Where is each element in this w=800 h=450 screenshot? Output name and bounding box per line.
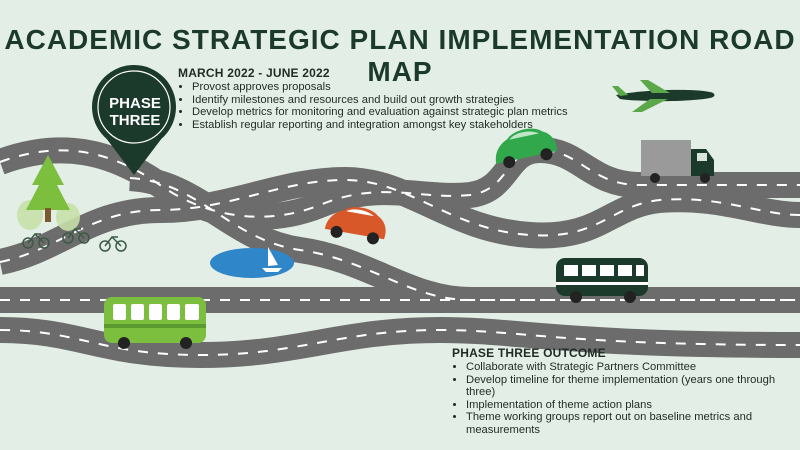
outcome-item: Theme working groups report out on basel… [466,411,797,436]
bicycle-icon [22,227,127,252]
phase-task-item: Identify milestones and resources and bu… [192,94,578,107]
map-pin-icon [92,65,176,175]
lake-icon [210,247,294,278]
airplane-icon [612,80,715,112]
phase-three-details: MARCH 2022 - JUNE 2022 Provost approves … [178,66,578,131]
outcome-item: Collaborate with Strategic Partners Comm… [466,361,797,374]
outcome-list: Collaborate with Strategic Partners Comm… [452,361,797,437]
phase-three-outcome: PHASE THREE OUTCOME Collaborate with Str… [452,346,797,437]
bus-icon [104,297,206,349]
phase-date-range: MARCH 2022 - JUNE 2022 [178,66,330,80]
phase-task-list: Provost approves proposals Identify mile… [178,81,578,131]
sailboat-icon [262,247,282,272]
phase-task-item: Develop metrics for monitoring and evalu… [192,106,578,119]
truck-icon [641,140,714,183]
phase-task-item: Provost approves proposals [192,81,578,94]
phase-task-item: Establish regular reporting and integrat… [192,119,578,132]
upper-crossing-road [0,166,800,275]
pin-line-2: THREE [109,112,161,129]
tree-icon [17,155,80,231]
outcome-heading: PHASE THREE OUTCOME [452,346,606,360]
outcome-item: Implementation of theme action plans [466,399,797,412]
phase-pin-label: PHASE THREE [92,95,178,129]
green-car-icon [495,128,557,169]
pin-line-1: PHASE [109,95,161,112]
page-title: ACADEMIC STRATEGIC PLAN IMPLEMENTATION R… [4,24,796,87]
orange-car-icon [324,207,386,245]
outcome-item: Develop timeline for theme implementatio… [466,374,797,399]
van-icon [556,258,648,303]
